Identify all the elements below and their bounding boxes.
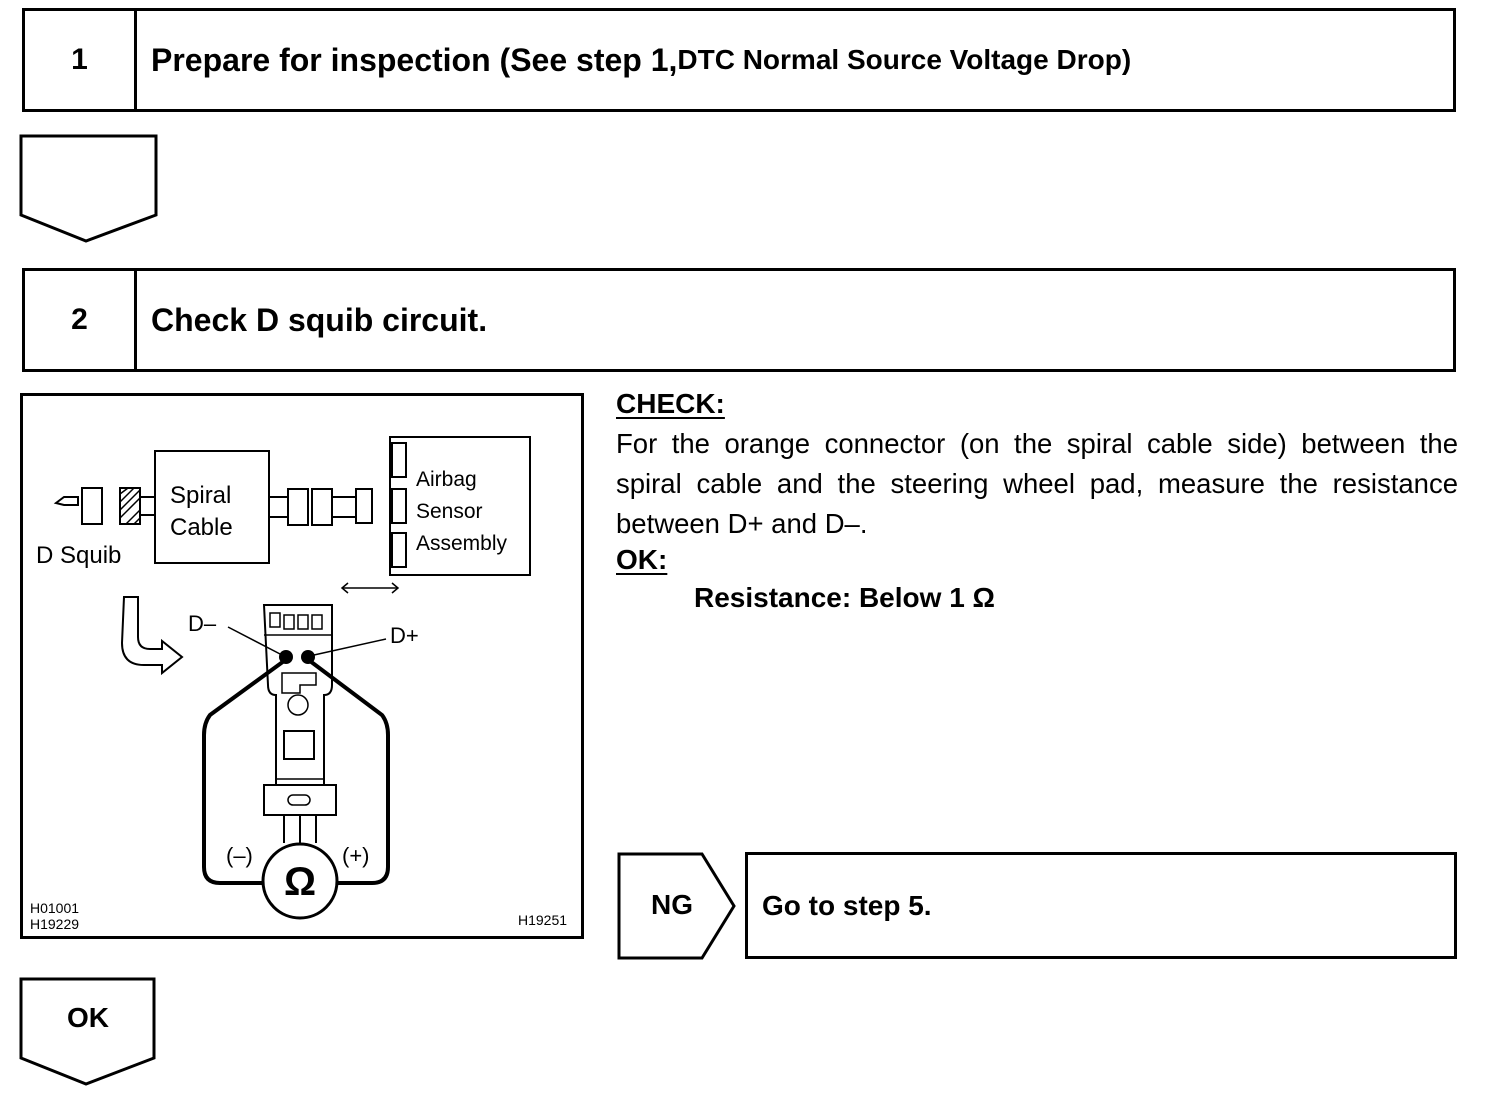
airbag-label-3: Assembly [416,532,508,555]
step-title: Check D squib circuit. [151,271,487,369]
step-1-header: 1 Prepare for inspection (See step 1, DT… [22,8,1456,112]
ng-action-box: Go to step 5. [745,852,1457,959]
spiral-cable-box [154,450,270,564]
ok-arrow-box [19,977,156,1086]
ng-arrow-box [617,852,736,960]
minus-label: (–) [226,843,253,868]
squib-circuit-diagram: Spiral Cable Airbag Sensor Assembly D Sq… [20,393,584,939]
step-title: Prepare for inspection (See step 1, DTC … [151,11,1131,109]
figure-code-2: H19229 [30,916,79,932]
step-2-header: 2 Check D squib circuit. [22,268,1456,372]
figure-code-1: H01001 [30,900,79,916]
ng-action-text: Go to step 5. [762,889,932,921]
spiral-label-2: Cable [170,514,233,541]
ok-heading: OK: [616,544,668,575]
ohmmeter-icon [261,842,339,920]
check-heading: CHECK: [616,388,725,419]
airbag-label-1: Airbag [416,468,477,491]
ok-flow-label: OK [67,1002,109,1033]
airbag-sensor-box [389,436,531,576]
squib-connector-icon [81,487,103,525]
d-minus-label: D– [188,611,217,636]
bent-arrow-icon [120,596,184,676]
double-arrow-icon [340,582,400,594]
d-squib-label: D Squib [36,542,121,569]
flow-arrow-down [19,134,158,243]
resistance-spec: Resistance: Below 1 Ω [694,582,995,613]
d-plus-label: D+ [390,623,419,648]
step-number: 2 [25,271,137,369]
airbag-label-2: Sensor [416,500,483,523]
step-title-small: DTC Normal Source Voltage Drop) [677,44,1132,75]
step-number: 1 [25,11,137,109]
step-title-main: Check D squib circuit. [151,301,488,338]
ohm-symbol: Ω [284,860,316,904]
plus-label: (+) [342,843,370,868]
check-instructions: For the orange connector (on the spiral … [616,428,1458,539]
spiral-label-1: Spiral [170,482,231,509]
figure-code-3: H19251 [518,912,567,928]
step-title-main: Prepare for inspection (See step 1, [151,41,678,78]
ng-label: NG [651,889,693,920]
